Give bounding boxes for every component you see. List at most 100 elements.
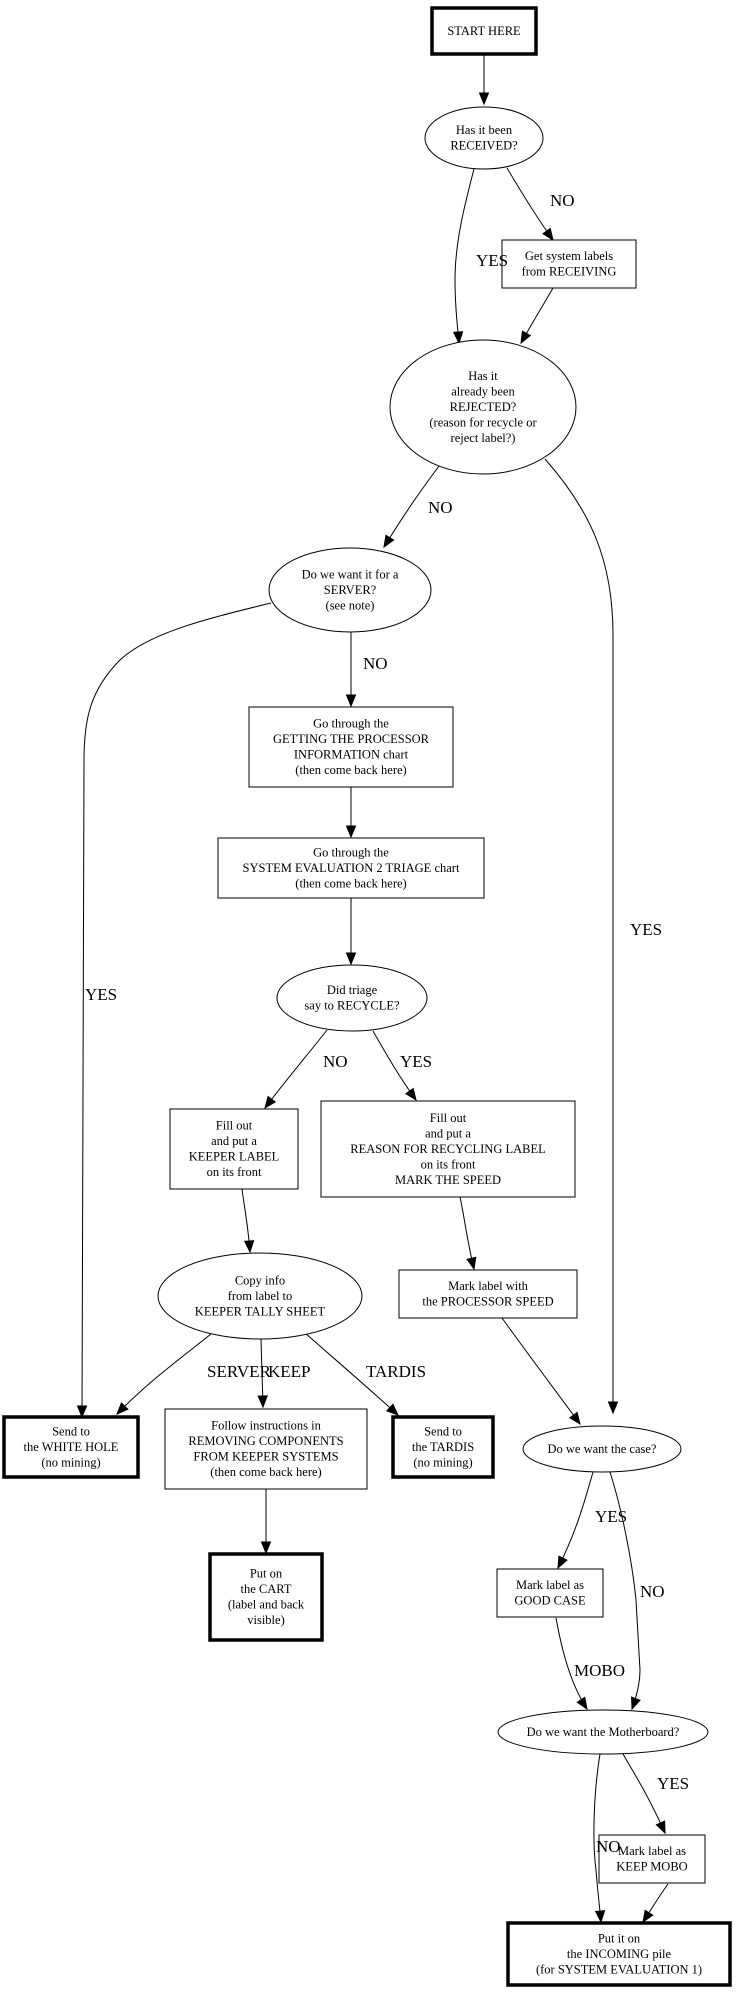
node-text-line: Send to — [424, 1424, 462, 1438]
edge-label-no: NO — [640, 1582, 665, 1601]
edge-label-no: NO — [550, 191, 575, 210]
edge-label-mobo: MOBO — [574, 1661, 625, 1680]
node-keep-mobo: Mark label as KEEP MOBO — [598, 1834, 706, 1884]
arrowhead-icon — [452, 331, 464, 345]
edge-start-to-received — [478, 54, 490, 106]
node-text-line: RECEIVED? — [450, 139, 518, 153]
node-text-line: GOOD CASE — [514, 1594, 586, 1608]
node-text-line: Go through the — [313, 717, 389, 731]
node-tardis: Send to the TARDIS(no mining) — [391, 1415, 495, 1479]
arrowhead-icon — [594, 1910, 606, 1924]
node-text-line: FROM KEEPER SYSTEMS — [193, 1450, 338, 1464]
arrowhead-icon — [345, 825, 357, 839]
node-text-line: Mark label as — [516, 1578, 584, 1592]
node-text-line: already been — [451, 384, 515, 398]
edge-received-to-get_labels — [506, 167, 554, 242]
node-text-line: SYSTEM EVALUATION 2 TRIAGE chart — [243, 861, 460, 875]
edge-line — [506, 167, 554, 241]
edge-server-to-white_hole — [76, 602, 272, 1419]
node-text-line: Put it on — [598, 1931, 641, 1945]
edge-remove_components-to-cart — [260, 1489, 272, 1555]
edges-layer — [76, 54, 669, 1924]
node-text-line: REJECTED? — [450, 400, 517, 414]
process-box — [398, 1269, 578, 1319]
decision-ellipse — [497, 1709, 709, 1755]
edge-line — [593, 1753, 602, 1923]
edge-label-no: NO — [323, 1052, 348, 1071]
node-text-line: Fill out — [430, 1111, 467, 1125]
process-box — [496, 1568, 604, 1618]
edge-line — [264, 1029, 328, 1109]
decision-ellipse — [522, 1425, 682, 1473]
arrowhead-icon — [631, 1696, 641, 1711]
node-text-line: reject label?) — [451, 431, 516, 445]
node-text-line: Mark label as — [618, 1844, 686, 1858]
process-box — [164, 1408, 368, 1490]
arrowhead-icon — [642, 1909, 654, 1924]
node-want-case: Do we want the case? — [522, 1425, 682, 1473]
process-box — [320, 1100, 576, 1198]
arrowhead-icon — [383, 534, 395, 549]
edge-label-tardis: TARDIS — [366, 1362, 426, 1381]
edge-line — [81, 602, 272, 1418]
edge-label-no: NO — [596, 1837, 621, 1856]
node-text-line: on its front — [207, 1165, 262, 1179]
edge-want_mobo-to-keep_mobo — [622, 1753, 666, 1835]
node-text-line: KEEPER TALLY SHEET — [195, 1304, 326, 1318]
edge-label-yes: YES — [85, 985, 117, 1004]
node-want-mobo: Do we want the Motherboard? — [497, 1709, 709, 1755]
arrowhead-icon — [478, 92, 490, 106]
arrowhead-icon — [264, 1095, 277, 1110]
node-text-line: Do we want the Motherboard? — [527, 1725, 680, 1739]
edge-label-yes: YES — [657, 1774, 689, 1793]
arrowhead-icon — [607, 1401, 619, 1415]
node-good-case: Mark label as GOOD CASE — [496, 1568, 604, 1618]
edge-rejected-to-want_case — [544, 458, 619, 1415]
edge-received-to-rejected — [452, 168, 475, 345]
process-box — [501, 239, 637, 289]
edge-good_case-to-want_mobo — [555, 1617, 588, 1711]
edge-line — [304, 1332, 399, 1416]
arrowhead-icon — [568, 1411, 581, 1426]
node-text-line: SERVER? — [324, 583, 377, 597]
node-text-line: (no mining) — [413, 1455, 472, 1469]
node-text-line: KEEP MOBO — [616, 1860, 687, 1874]
arrowhead-icon — [345, 952, 357, 966]
edge-server-to-proc_info — [345, 632, 357, 708]
edge-line — [501, 1317, 581, 1425]
node-text-line: and put a — [425, 1126, 471, 1140]
node-text-line: Did triage — [327, 983, 378, 997]
edge-label-yes: YES — [630, 920, 662, 939]
node-text-line: REASON FOR RECYCLING LABEL — [350, 1142, 546, 1156]
edge-want_mobo-to-incoming — [593, 1753, 606, 1924]
arrowhead-icon — [116, 1402, 129, 1415]
edge-label-no: NO — [363, 654, 388, 673]
node-text-line: the TARDIS — [412, 1440, 474, 1454]
process-box — [169, 1108, 299, 1190]
node-text-line: Put on — [250, 1567, 283, 1581]
decision-ellipse — [424, 106, 544, 170]
node-text-line: the WHITE HOLE — [24, 1440, 119, 1454]
arrowhead-icon — [405, 1087, 417, 1102]
edge-recycle_q-to-keeper_label — [264, 1029, 328, 1110]
node-text-line: Copy info — [235, 1273, 285, 1287]
node-text-line: Go through the — [313, 845, 389, 859]
node-text-line: visible) — [247, 1613, 285, 1627]
edge-label-yes: YES — [476, 251, 508, 270]
edge-keeper_label-to-copy_info — [241, 1188, 255, 1254]
edge-label-yes: YES — [400, 1052, 432, 1071]
node-text-line: Do we want the case? — [548, 1442, 657, 1456]
node-text-line: Fill out — [216, 1119, 253, 1133]
node-text-line: START HERE — [447, 24, 521, 38]
decision-ellipse — [268, 547, 432, 633]
